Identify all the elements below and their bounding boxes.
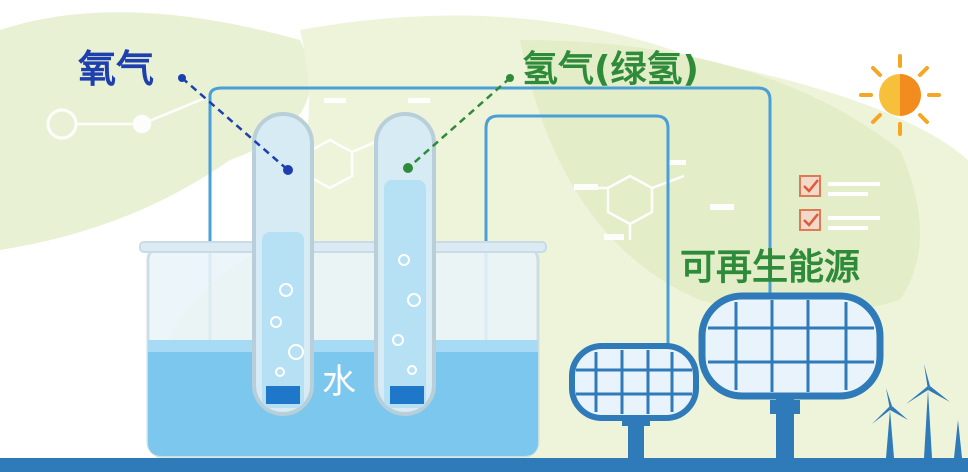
water-label: 水: [322, 362, 356, 402]
oxygen-test-tube: [252, 112, 314, 416]
hydrogen-test-tube: [374, 112, 436, 416]
sun-icon: [859, 54, 941, 136]
wind-turbine-icon: [872, 364, 962, 458]
oxygen-pointer: [178, 74, 293, 175]
beaker: [139, 241, 547, 458]
hydrogen-pointer: [403, 74, 514, 173]
renewable-energy-label: 可再生能源: [680, 247, 861, 288]
oxygen-label: 氧气: [78, 47, 155, 91]
checklist-icon: [799, 175, 880, 231]
solar-panel-icon: [569, 292, 884, 458]
hydrogen-label: 氢气(绿氢): [522, 49, 699, 90]
